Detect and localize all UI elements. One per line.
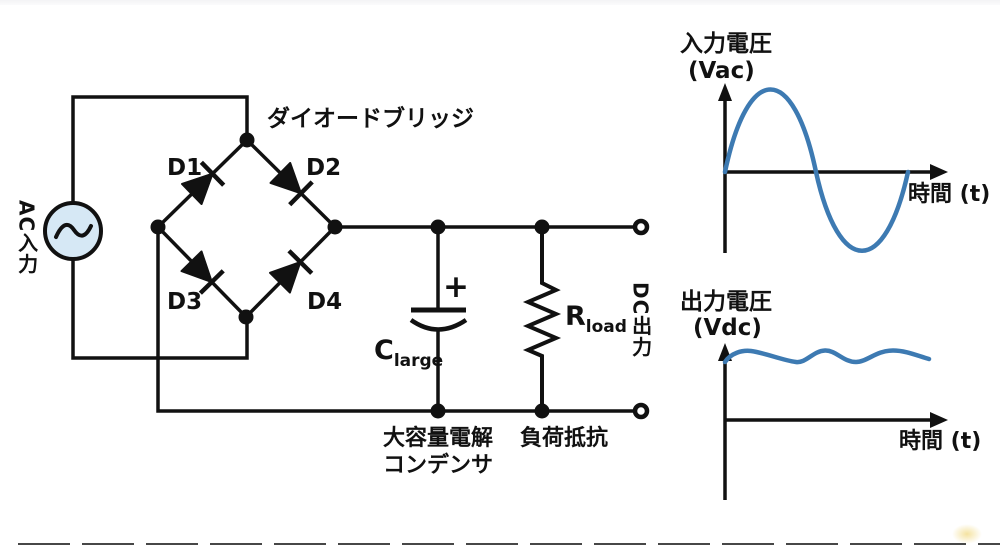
x-axis-arrow-icon bbox=[930, 412, 948, 428]
capacitor-name-line1: 大容量電解 bbox=[383, 426, 494, 451]
x-axis-arrow-icon bbox=[930, 164, 948, 180]
capacitor-icon bbox=[409, 227, 468, 411]
diode-d1-label: D1 bbox=[167, 155, 203, 181]
dc-output-label: DC出力 bbox=[628, 282, 653, 358]
capacitor-ref-main: C bbox=[374, 335, 394, 366]
ac-source-icon bbox=[43, 201, 103, 261]
wires bbox=[71, 95, 634, 413]
resistor-icon bbox=[522, 227, 562, 411]
diode-d4-label: D4 bbox=[307, 289, 343, 315]
resistor-ref-main: R bbox=[565, 301, 586, 332]
dc-terminal-positive bbox=[632, 218, 650, 236]
output-graph-axes bbox=[718, 343, 948, 500]
diode-d2-label: D2 bbox=[306, 155, 342, 181]
junction-dots bbox=[150, 132, 550, 419]
yellow-smudge-artifact bbox=[952, 524, 982, 544]
input-graph-title: 入力電圧 bbox=[680, 31, 772, 57]
dc-terminal-negative bbox=[632, 402, 650, 420]
bridge-title: ダイオードブリッジ bbox=[267, 106, 474, 132]
output-graph-unit: (Vdc) bbox=[693, 315, 762, 341]
capacitor-name-line2: コンデンサ bbox=[383, 452, 494, 478]
ac-sine-glyph bbox=[54, 222, 93, 239]
input-sine-wave bbox=[722, 87, 911, 253]
top-edge-artifact bbox=[0, 0, 1000, 5]
output-graph-x-label: 時間 (t) bbox=[899, 429, 982, 454]
capacitor-polarity-sign: + bbox=[443, 269, 469, 305]
ac-input-label: AC入力 bbox=[14, 200, 39, 275]
capacitor-ref-sub: large bbox=[393, 351, 444, 371]
capacitor-ref: Clarge bbox=[374, 336, 443, 370]
diode-d3-label: D3 bbox=[167, 289, 203, 315]
input-graph-unit: (Vac) bbox=[688, 58, 755, 84]
diode-bridge bbox=[156, 138, 337, 319]
output-graph-title: 出力電圧 bbox=[680, 289, 772, 315]
wire-negative-rail bbox=[156, 227, 634, 413]
wire-ac-top bbox=[71, 95, 249, 204]
input-graph-axes bbox=[718, 83, 948, 253]
output-ripple-wave bbox=[722, 348, 932, 365]
resistor-name: 負荷抵抗 bbox=[520, 426, 609, 451]
bottom-edge-artifact bbox=[18, 543, 1000, 545]
y-axis-arrow-icon bbox=[718, 83, 732, 101]
capacitor-name: 大容量電解 コンデンサ bbox=[383, 427, 493, 478]
input-graph-x-label: 時間 (t) bbox=[908, 182, 991, 207]
wire-ac-bottom bbox=[71, 258, 249, 360]
resistor-ref: Rload bbox=[565, 302, 627, 336]
resistor-ref-sub: load bbox=[585, 317, 627, 337]
